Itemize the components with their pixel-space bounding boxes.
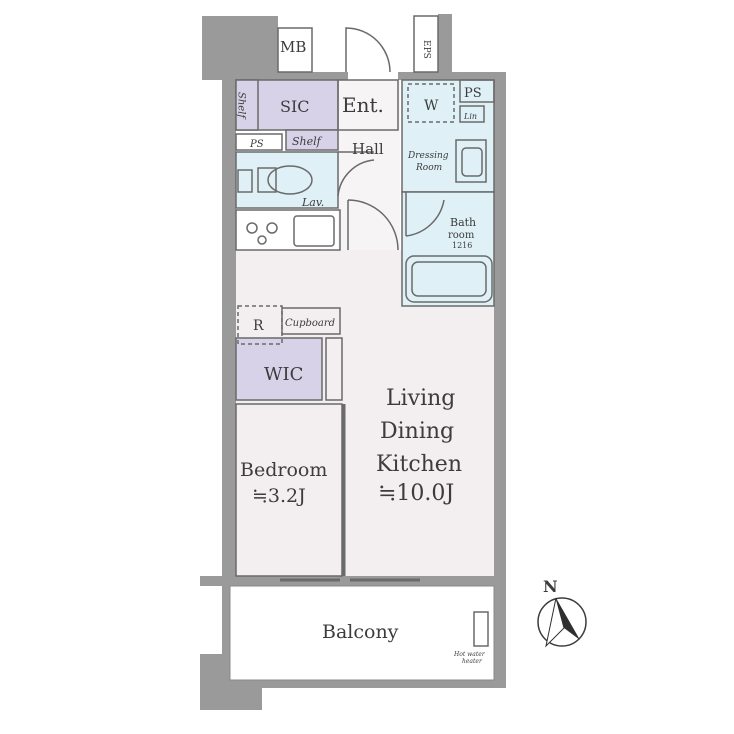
eps-label: EPS: [421, 40, 431, 59]
wall-top: [222, 72, 348, 80]
lav-sink: [237, 169, 253, 193]
ps-box-small: [235, 133, 283, 151]
washing-machine: [407, 83, 455, 123]
heater-label-line1: Hot water: [453, 651, 486, 658]
wet-areas: [235, 79, 495, 307]
lav-label: Lav.: [301, 196, 324, 209]
wash-basin-inner: [461, 147, 483, 177]
wall-top-right: [398, 72, 506, 80]
ent-step: [337, 79, 399, 131]
stove-burner-2: [266, 222, 278, 234]
labels: MB EPS PS SIC Shelf Shelf PS Ent. Hall W…: [236, 38, 486, 665]
bathroom-area: [401, 191, 495, 307]
wall-right: [494, 72, 506, 688]
storage-areas: [235, 79, 339, 401]
hall-door: [347, 199, 399, 251]
balcony-floor: [229, 585, 495, 681]
fixtures: [235, 15, 495, 647]
shelf-left-area: [235, 79, 259, 131]
shelf-label: Shelf: [292, 135, 323, 148]
sic-label: SIC: [280, 97, 310, 116]
balcony-label: Balcony: [322, 621, 399, 643]
balcony-left-wall: [222, 586, 230, 656]
compass-ring-icon: [537, 597, 587, 647]
ent-label: Ent.: [342, 93, 384, 117]
mb-closet: [277, 27, 313, 73]
wash-basin: [455, 139, 487, 183]
dressing-label-line2: Room: [415, 163, 442, 173]
toilet-door: [337, 151, 375, 197]
pillar-top-left: [202, 16, 278, 80]
balcony-bottom-wall: [262, 680, 506, 688]
ps-top-label: PS: [464, 86, 482, 101]
cupboard-label: Cupboard: [285, 318, 335, 329]
partition-column: [325, 337, 343, 401]
mb-label: MB: [280, 38, 306, 56]
bath-label-line1: Bath: [450, 216, 476, 229]
compass-north-label: N: [543, 577, 558, 596]
compass-needle-light-icon: [545, 597, 565, 648]
toilet-tank: [257, 167, 277, 193]
bedroom-label: Bedroom: [240, 459, 327, 481]
bedroom-size-label: ≒3.2J: [252, 485, 306, 507]
stove-burner-1: [246, 222, 258, 234]
wic-area: [235, 337, 323, 401]
r-label: R: [253, 318, 264, 334]
north-compass: N: [537, 577, 587, 648]
entrance-door: [345, 27, 391, 73]
bedroom-floor: [235, 403, 343, 577]
stove-burner-3: [257, 235, 267, 245]
dressing-label-line1: Dressing: [407, 151, 449, 161]
toilet-area: [235, 151, 339, 209]
w-label: W: [424, 98, 439, 114]
ldk-label-line1: Living: [386, 386, 455, 411]
pillar-top-right: [438, 14, 452, 78]
shelf-left-label: Shelf: [236, 92, 247, 120]
wic-label: WIC: [264, 364, 303, 385]
bathtub: [405, 255, 493, 303]
ps-box-top: [459, 79, 495, 103]
eps-closet: [413, 15, 439, 73]
kitchen-sink: [293, 215, 335, 247]
kitchen-counter: [235, 209, 341, 251]
dressing-door: [405, 192, 445, 237]
bath-label-line2: room: [448, 230, 475, 241]
toilet-bowl: [267, 165, 313, 195]
cupboard: [281, 307, 341, 335]
ldk-label-line2: Dining: [380, 419, 454, 444]
ps-small-label: PS: [249, 139, 264, 150]
wall-left: [222, 72, 236, 584]
hall-label: Hall: [352, 140, 384, 158]
ldk-label-line3: Kitchen: [376, 452, 462, 477]
ldk-size-label: ≒10.0J: [378, 481, 454, 506]
heater-label-line2: heater: [462, 658, 483, 665]
lin-label: Lin: [463, 112, 477, 121]
linen-shelf: [459, 105, 485, 123]
bath-size-label: 1216: [452, 241, 472, 250]
bathtub-inner: [411, 261, 487, 297]
hot-water-heater: [473, 611, 489, 647]
shelf-area: [285, 129, 339, 151]
